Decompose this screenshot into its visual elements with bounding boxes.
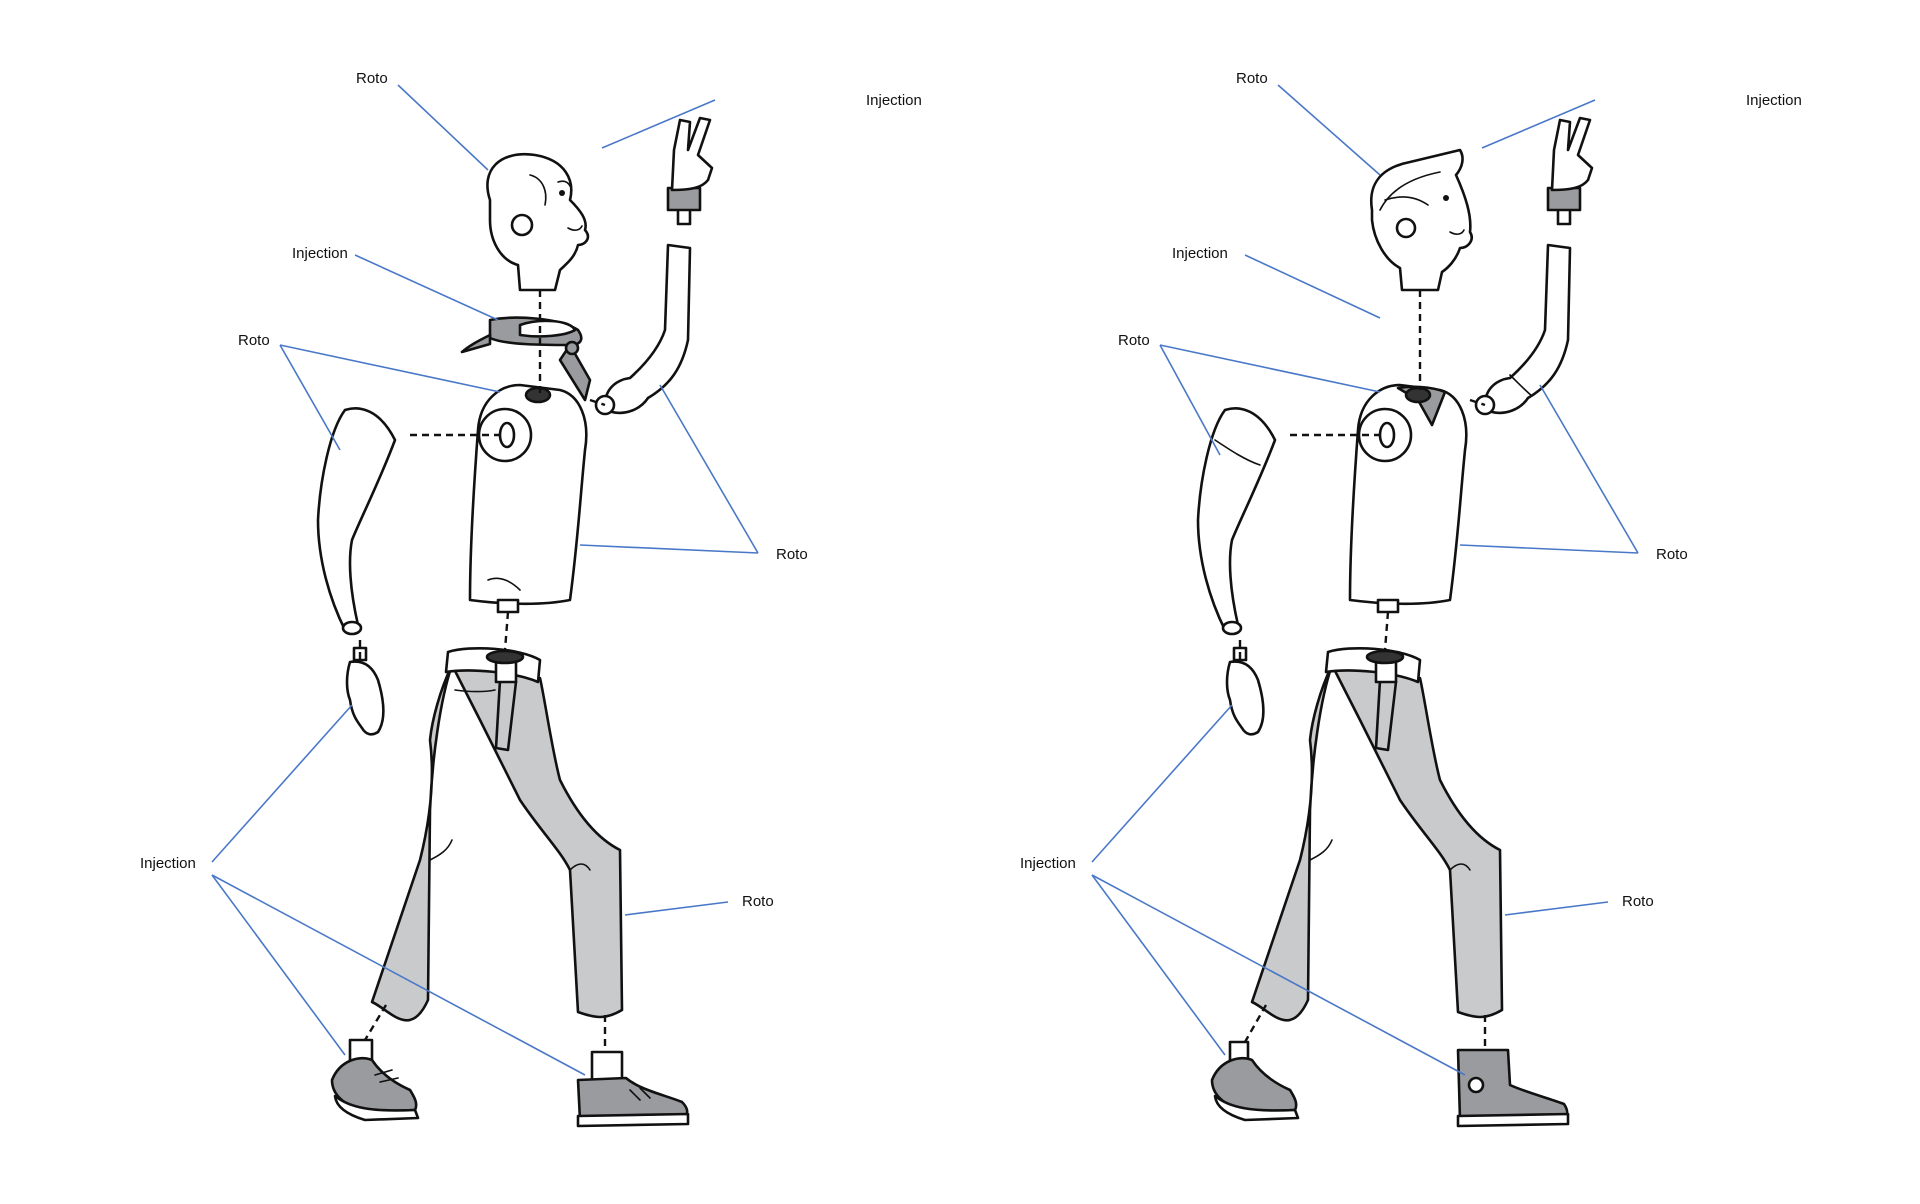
labels-right: Roto Injection Injection Roto Roto Injec… (1020, 70, 1802, 910)
label-hand-right-right: Injection (1746, 92, 1802, 109)
label-head-right: Roto (1236, 70, 1268, 87)
labels-left: Roto Injection Injection Roto Roto Injec… (140, 70, 922, 910)
label-scarf-left: Injection (292, 245, 348, 262)
label-head-left: Roto (356, 70, 388, 87)
label-arms-left: Roto (238, 332, 270, 349)
figure-left: Roto Injection Injection Roto Roto Injec… (140, 70, 922, 1128)
label-legs-left: Roto (742, 893, 774, 910)
leader-lines-right (1091, 84, 1639, 1076)
leader-lines-left (211, 84, 759, 1076)
label-torso-right: Roto (1656, 546, 1688, 563)
label-hand-right-left: Injection (866, 92, 922, 109)
figure-right: Roto Injection Injection Roto Roto Injec… (1020, 70, 1802, 1128)
label-hands-shoes-right: Injection (1020, 855, 1076, 872)
label-arms-right: Roto (1118, 332, 1150, 349)
label-legs-right: Roto (1622, 893, 1654, 910)
label-hands-shoes-left: Injection (140, 855, 196, 872)
label-torso-left: Roto (776, 546, 808, 563)
label-scarf-right: Injection (1172, 245, 1228, 262)
